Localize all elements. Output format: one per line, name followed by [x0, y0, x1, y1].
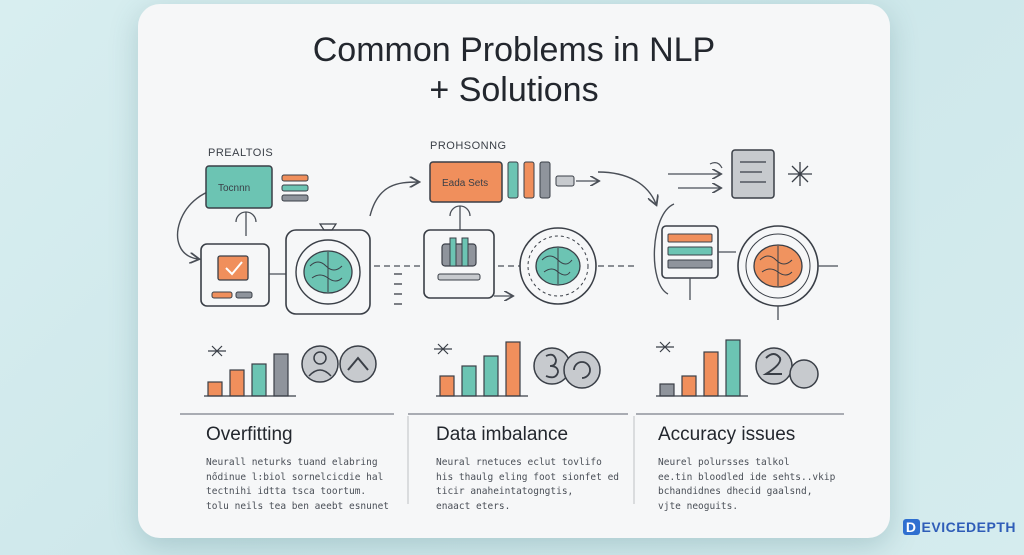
- section-1-box: [205, 165, 273, 209]
- bar-chart-1: [204, 353, 296, 397]
- section-1-graphic: Tocnnn: [176, 165, 420, 415]
- section-1-box-label: Tocnnn: [218, 183, 250, 194]
- sparkle-icon: [208, 345, 226, 357]
- section-label-2: PROHSONNG: [430, 140, 507, 152]
- badge-icon: [789, 359, 819, 389]
- section-3-graphic: [636, 149, 844, 415]
- title-line-2: + Solutions: [429, 71, 599, 109]
- section-2-box-label: Eada Sets: [442, 178, 488, 189]
- heading-accuracy-issues: Accuracy issues: [658, 424, 796, 445]
- text-accuracy-issues: Neurel polursses talkol ee.tin bloodled …: [658, 457, 836, 512]
- page-title: Common Problems in NLP + Solutions: [138, 30, 890, 110]
- column-data-imbalance: Data imbalance Neural rnetuces eclut tov…: [436, 424, 636, 514]
- nlp-diagram: PREALTOIS PROHSONNG Tocnnn: [176, 140, 844, 504]
- brand-mark-icon: D: [902, 519, 920, 535]
- text-data-imbalance: Neural rnetuces eclut tovlifo his thaulg…: [436, 457, 620, 512]
- text-overfitting: Neurall neturks tuand elabring nődinue l…: [206, 457, 390, 512]
- refresh-icon: [563, 351, 601, 389]
- bar-chart-3: [656, 339, 748, 397]
- bar-chart-2: [436, 341, 528, 397]
- document-icon: [731, 149, 775, 199]
- section-2-graphic: Eada Sets: [394, 161, 656, 415]
- column-overfitting: Overfitting Neurall neturks tuand elabri…: [206, 424, 406, 514]
- infographic-card: Common Problems in NLP + Solutions PREAL…: [138, 4, 890, 538]
- flow-arrow: [369, 182, 418, 217]
- chevron-up-icon: [339, 345, 377, 383]
- brand-name: EVICEDEPTH: [921, 519, 1016, 535]
- section-label-1: PREALTOIS: [208, 147, 273, 159]
- title-line-1: Common Problems in NLP: [312, 31, 716, 69]
- burst-icon: [788, 162, 812, 186]
- heading-data-imbalance: Data imbalance: [436, 424, 569, 445]
- section-2-box: [429, 161, 503, 203]
- sparkle-icon-3: [656, 341, 674, 353]
- column-accuracy-issues: Accuracy issues Neurel polursses talkol …: [658, 424, 858, 514]
- heading-overfitting: Overfitting: [206, 424, 293, 445]
- check-icon: [217, 255, 249, 281]
- sparkle-icon-2: [434, 343, 452, 355]
